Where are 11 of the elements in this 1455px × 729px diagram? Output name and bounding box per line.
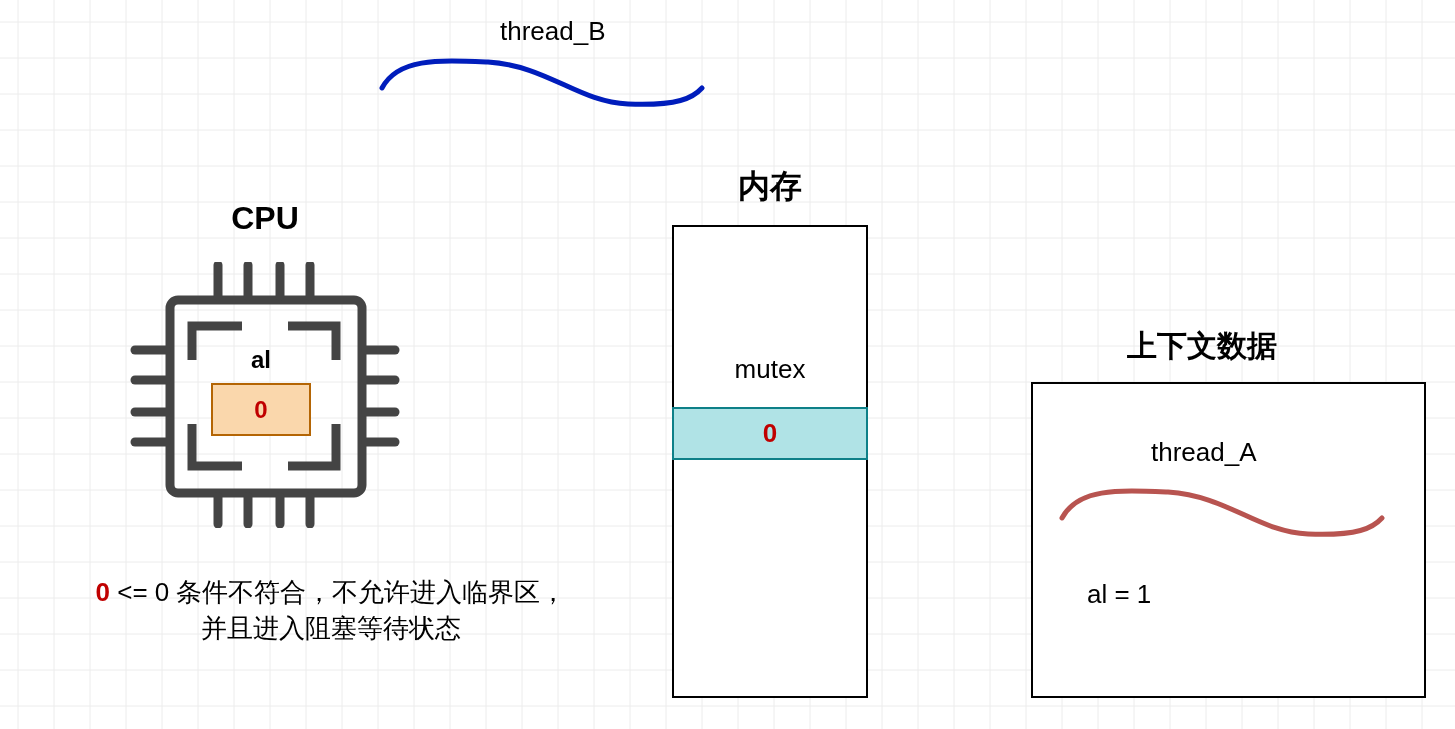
variable-name: mutex [734, 353, 806, 385]
status-note: 0 <= 0 条件不符合，不允许进入临界区，并且进入阻塞等待状态 [94, 576, 568, 645]
register-value: 0 [211, 383, 311, 436]
thread-label: thread_B [500, 15, 606, 47]
chip-heading: CPU [230, 199, 300, 238]
variable-value: 0 [672, 407, 868, 460]
register-state: al = 1 [1087, 578, 1152, 610]
thread-label: thread_A [1151, 436, 1257, 468]
register-name: al [251, 345, 271, 375]
context-heading: 上下文数据 [1126, 328, 1277, 364]
memory-heading: 内存 [738, 167, 802, 206]
